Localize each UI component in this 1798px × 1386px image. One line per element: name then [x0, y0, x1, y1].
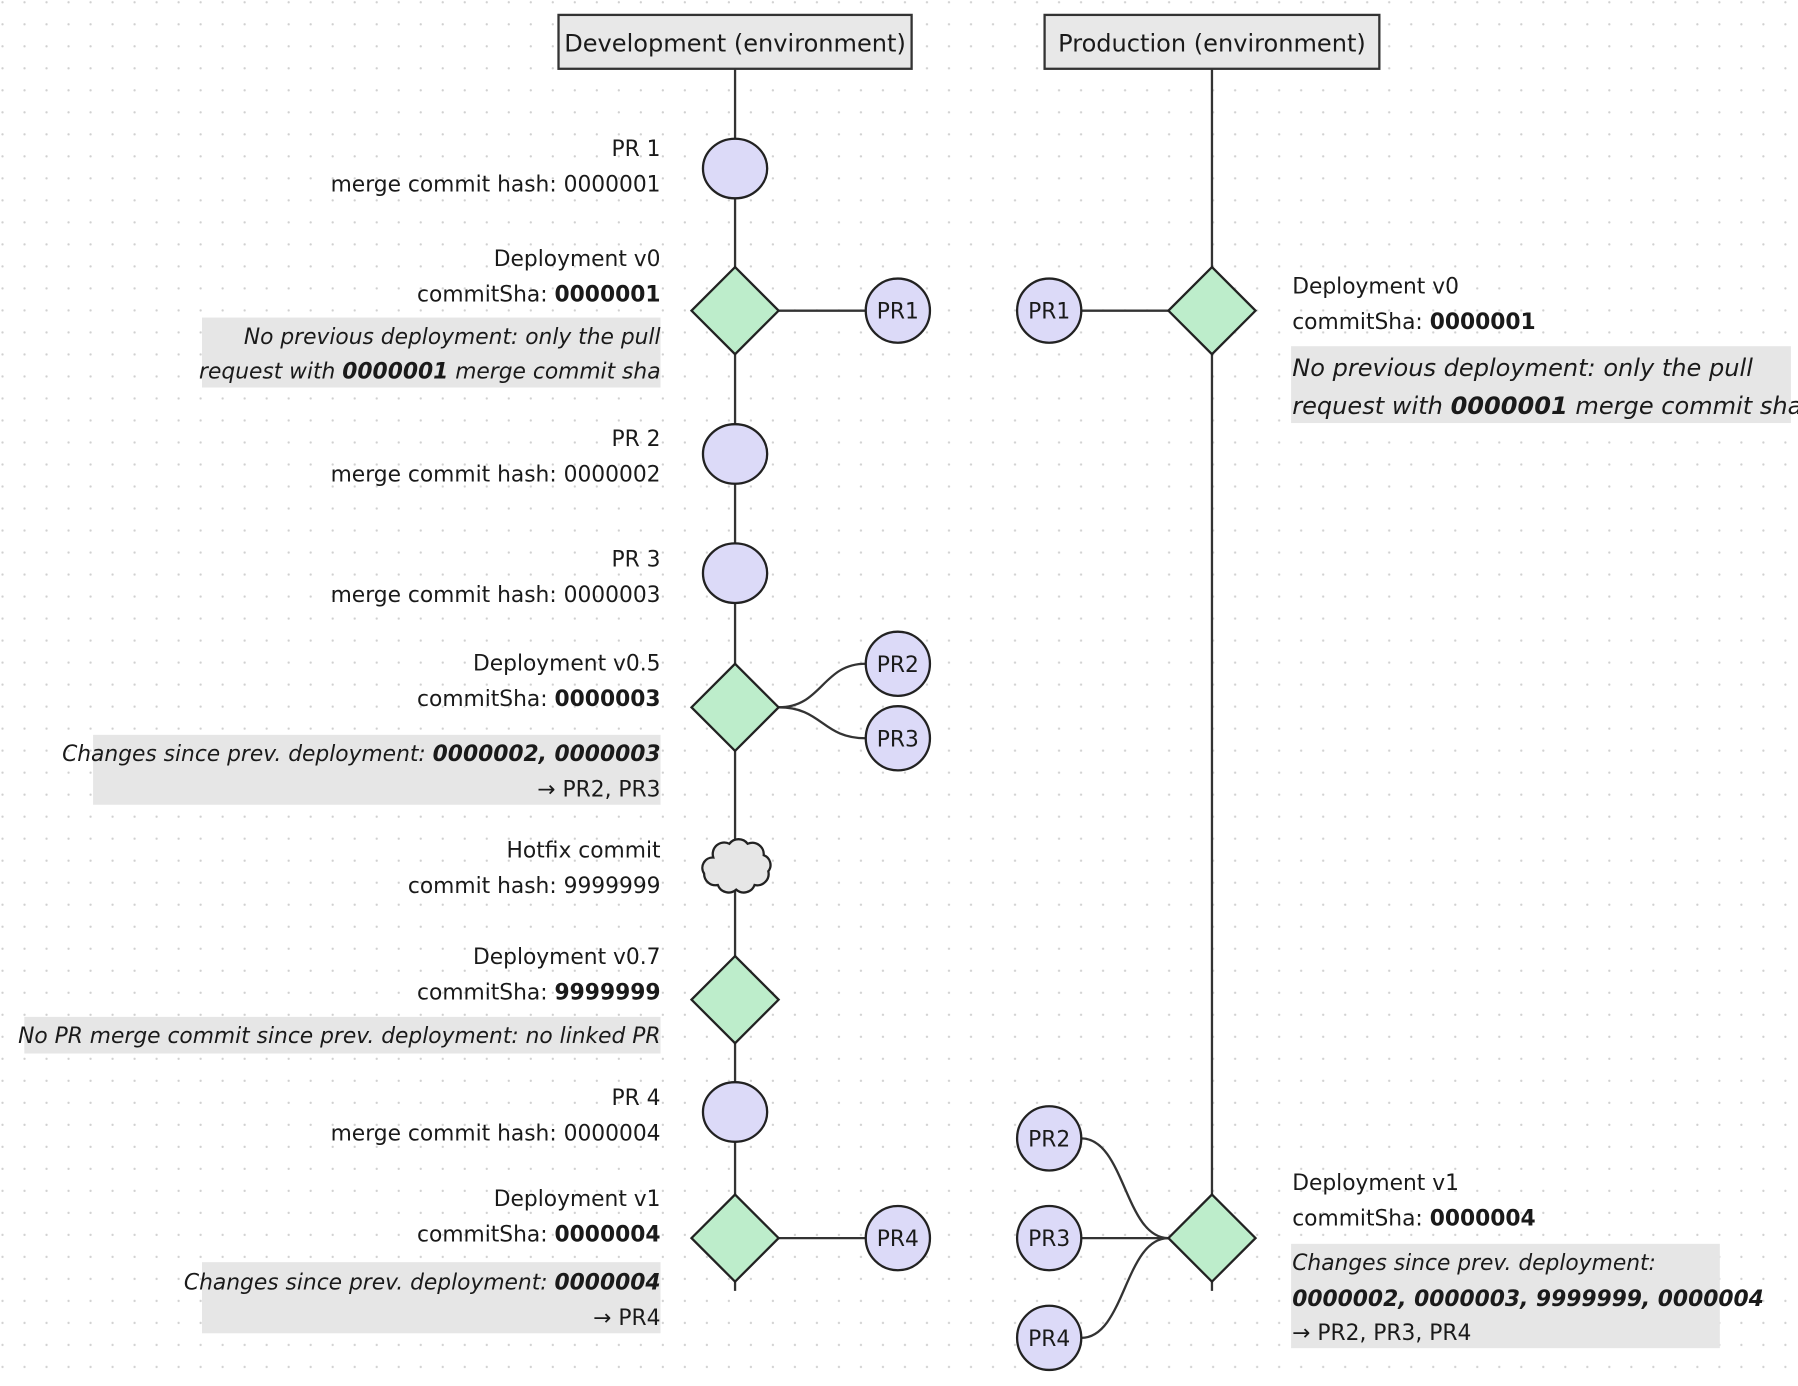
dev-labels: PR 1 merge commit hash: 0000001 Deployme…	[18, 137, 661, 1331]
pr-label: PR3	[877, 727, 919, 752]
prod-deployment-v0-node[interactable]	[1166, 265, 1258, 356]
dev-v1-linked-pr4[interactable]: PR4	[864, 1204, 932, 1272]
hotfix-hash: commit hash: 9999999	[408, 874, 661, 899]
dev-v0-note-line2: request with 0000001 merge commit sha	[199, 359, 661, 384]
prod-v0-sha: commitSha: 0000001	[1292, 310, 1535, 335]
dev-v05-linked-pr2[interactable]: PR2	[864, 630, 932, 698]
hotfix-title: Hotfix commit	[507, 839, 661, 864]
dev-v0-linked-pr1[interactable]: PR1	[864, 277, 932, 344]
development-header-label: Development (environment)	[564, 30, 906, 58]
production-header-label: Production (environment)	[1058, 30, 1366, 58]
dev-v05-linked-pr3[interactable]: PR3	[864, 705, 932, 772]
pr-label: PR4	[1028, 1327, 1070, 1352]
pr1-title: PR 1	[612, 137, 661, 162]
pr4-merge-node[interactable]	[701, 1081, 769, 1143]
pr-label: PR2	[1028, 1127, 1070, 1152]
prod-v0-linked-pr1[interactable]: PR1	[1015, 277, 1083, 344]
pr1-merge-node[interactable]	[701, 137, 769, 200]
connector-prod-v1-pr2	[1081, 1137, 1169, 1240]
pr-label: PR2	[877, 653, 919, 678]
dev-v05-sha: commitSha: 0000003	[417, 687, 661, 712]
pr-label: PR1	[877, 300, 919, 325]
prod-v1-note-line3: → PR2, PR3, PR4	[1292, 1321, 1471, 1346]
pr4-hash: merge commit hash: 0000004	[331, 1122, 661, 1147]
pr3-hash: merge commit hash: 0000003	[331, 583, 661, 608]
dev-v05-note-bg	[93, 734, 661, 805]
dev-v05-note-line1: Changes since prev. deployment: 0000002,…	[62, 742, 660, 767]
development-header: Development (environment)	[557, 13, 913, 70]
dev-v1-note-line2: → PR4	[593, 1306, 660, 1331]
pr-label: PR1	[1028, 300, 1070, 325]
prod-v0-note-bg	[1291, 346, 1791, 424]
connector-prod-v1-pr4	[1081, 1236, 1169, 1339]
hotfix-cloud-node[interactable]	[701, 838, 772, 894]
dev-v07-note-bg	[24, 1016, 661, 1054]
pr-label: PR4	[877, 1227, 919, 1252]
dev-v0-title: Deployment v0	[494, 247, 661, 272]
connector-dev-v05-pr2	[778, 662, 866, 709]
dev-v05-title: Deployment v0.5	[473, 652, 661, 677]
prod-v1-linked-pr2[interactable]: PR2	[1015, 1105, 1083, 1172]
connector-dev-v05-pr3	[778, 706, 866, 740]
prod-v1-note-line2: 0000002, 0000003, 9999999, 0000004	[1292, 1287, 1764, 1312]
dev-deployment-v1-node[interactable]	[689, 1192, 781, 1284]
dev-v1-title: Deployment v1	[494, 1187, 661, 1212]
production-header: Production (environment)	[1043, 13, 1381, 70]
pr2-hash: merge commit hash: 0000002	[331, 462, 661, 487]
dev-v1-sha: commitSha: 0000004	[417, 1223, 661, 1248]
dev-v07-title: Deployment v0.7	[473, 945, 661, 970]
pr-label: PR3	[1028, 1227, 1070, 1252]
dev-deployment-v05-node[interactable]	[689, 662, 781, 753]
pr1-hash: merge commit hash: 0000001	[331, 172, 661, 197]
dev-v07-sha: commitSha: 9999999	[417, 981, 661, 1006]
dev-v0-sha: commitSha: 0000001	[417, 283, 661, 308]
prod-labels: Deployment v0 commitSha: 0000001 No prev…	[1292, 274, 1798, 1346]
prod-v1-linked-pr4[interactable]: PR4	[1015, 1304, 1083, 1372]
dev-v1-note-line1: Changes since prev. deployment: 0000004	[184, 1271, 661, 1296]
prod-v1-title: Deployment v1	[1292, 1171, 1459, 1196]
prod-v1-linked-pr3[interactable]: PR3	[1015, 1204, 1083, 1272]
dev-v07-note: No PR merge commit since prev. deploymen…	[18, 1024, 660, 1049]
dev-deployment-v07-node[interactable]	[689, 954, 781, 1045]
dev-v0-note-bg	[201, 317, 661, 388]
pr2-title: PR 2	[612, 427, 661, 452]
prod-v0-note-line2: request with 0000001 merge commit sha	[1292, 392, 1798, 420]
dev-v05-note-line2: → PR2, PR3	[537, 778, 660, 803]
pr4-title: PR 4	[612, 1086, 661, 1111]
prod-deployment-v1-node[interactable]	[1166, 1192, 1258, 1284]
prod-v1-sha: commitSha: 0000004	[1292, 1207, 1535, 1232]
dev-deployment-v0-node[interactable]	[689, 265, 781, 356]
dev-v1-note-bg	[201, 1262, 661, 1334]
pr3-title: PR 3	[612, 547, 661, 572]
dev-v0-note-line1: No previous deployment: only the pull	[244, 325, 661, 350]
pr2-merge-node[interactable]	[701, 423, 769, 485]
prod-v0-title: Deployment v0	[1292, 274, 1459, 299]
prod-v1-note-line1: Changes since prev. deployment:	[1292, 1251, 1656, 1276]
prod-v0-note-line1: No previous deployment: only the pull	[1292, 354, 1753, 382]
pr3-merge-node[interactable]	[701, 542, 769, 605]
prod-v1-note-bg	[1291, 1243, 1720, 1349]
